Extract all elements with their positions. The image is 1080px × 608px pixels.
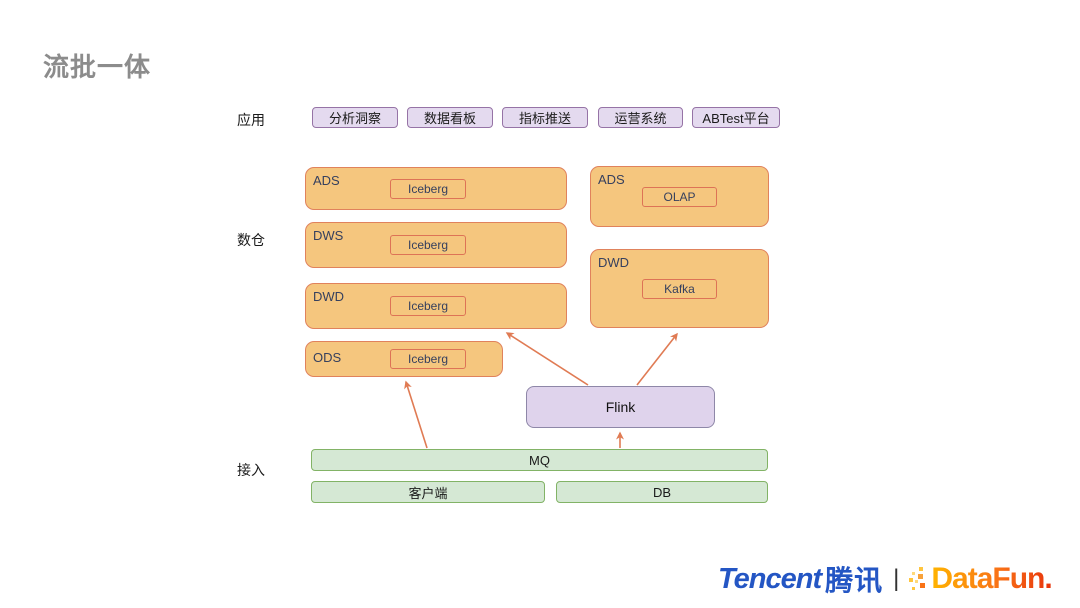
warehouse-box-ads-iceberg: ADS Iceberg	[305, 167, 567, 210]
ingestion-bar-mq: MQ	[311, 449, 768, 471]
warehouse-box-ads-olap: ADS OLAP	[590, 166, 769, 227]
ingestion-bar-db: DB	[556, 481, 768, 503]
arrow-mq-to-ods	[404, 380, 428, 449]
row-label-ingestion: 接入	[237, 462, 265, 478]
app-box-analysis-insight: 分析洞察	[312, 107, 398, 128]
arrow-flink-to-dwd-right	[636, 332, 678, 386]
tech-chip-iceberg: Iceberg	[390, 349, 466, 369]
warehouse-box-ods-iceberg: ODS Iceberg	[305, 341, 503, 377]
ingestion-bar-client: 客户端	[311, 481, 545, 503]
engine-box-flink: Flink	[526, 386, 715, 428]
app-box-data-dashboard: 数据看板	[407, 107, 493, 128]
app-box-metric-push: 指标推送	[502, 107, 588, 128]
tech-chip-iceberg: Iceberg	[390, 296, 466, 316]
tech-chip-iceberg: Iceberg	[390, 235, 466, 255]
datafun-logo: DataFun.	[931, 562, 1052, 595]
warehouse-box-dwd-kafka: DWD Kafka	[590, 249, 769, 328]
tech-chip-olap: OLAP	[642, 186, 717, 207]
warehouse-box-dwd-iceberg: DWD Iceberg	[305, 283, 567, 329]
layer-label-dwd: DWD	[598, 255, 630, 270]
warehouse-box-dws-iceberg: DWS Iceberg	[305, 222, 567, 268]
row-label-application: 应用	[237, 112, 265, 128]
tech-chip-kafka: Kafka	[642, 278, 717, 299]
arrow-flink-to-dwd-left	[505, 332, 589, 386]
layer-label-dwd: DWD	[313, 289, 345, 304]
layer-label-ods: ODS	[313, 350, 342, 365]
app-box-abtest-platform: ABTest平台	[692, 107, 780, 128]
tech-chip-iceberg: Iceberg	[390, 178, 466, 199]
page-title: 流批一体	[43, 52, 152, 82]
tencent-cn-logo: 腾讯	[825, 565, 884, 596]
layer-label-dws: DWS	[313, 228, 344, 243]
row-label-warehouse: 数仓	[237, 232, 265, 248]
footer-logos: Tencent 腾讯 | DataFun.	[718, 560, 1068, 598]
tencent-logo: Tencent	[718, 562, 822, 595]
logo-separator: |	[893, 565, 900, 592]
layer-label-ads: ADS	[598, 172, 625, 187]
datafun-dots-icon	[909, 567, 926, 590]
layer-label-ads: ADS	[313, 173, 340, 188]
app-box-operation-system: 运营系统	[598, 107, 683, 128]
